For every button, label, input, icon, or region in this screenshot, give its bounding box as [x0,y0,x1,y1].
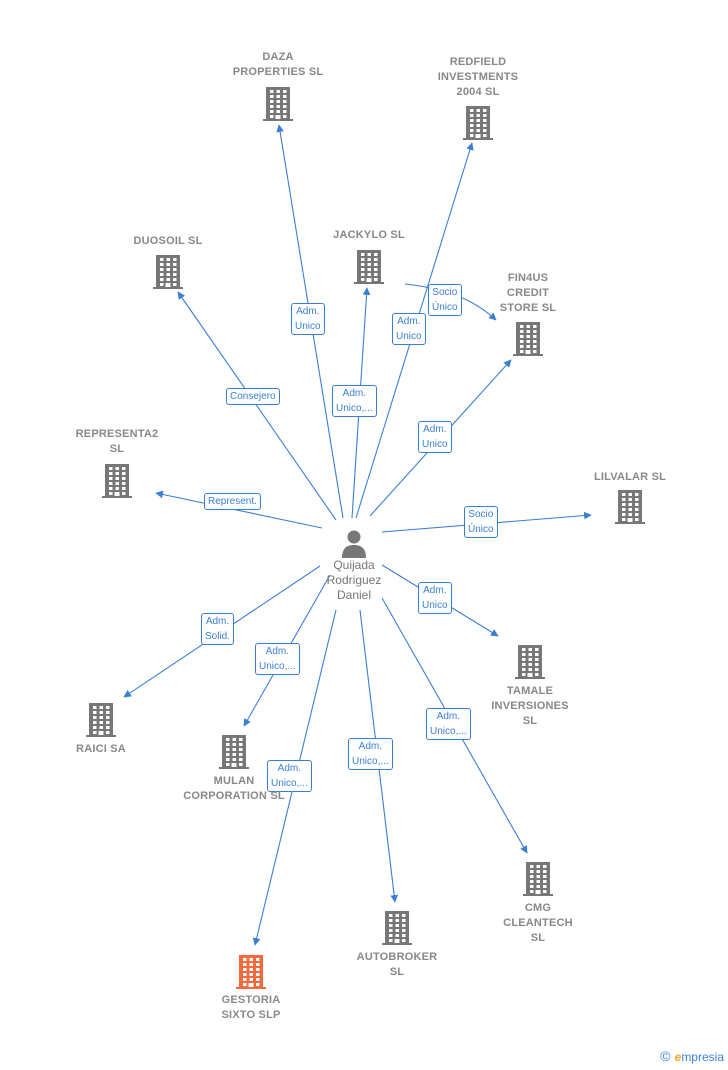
footer-brand: ©empresia [660,1048,724,1064]
company-node-autobroker[interactable] [337,911,457,945]
relation-label-jackylo[interactable]: Adm. Unico,... [332,385,377,417]
relation-label-cmg[interactable]: Adm. Unico,... [426,708,471,740]
company-name-jackylo[interactable]: JACKYLO SL [333,229,405,241]
brand-logo-initial: e [674,1050,682,1064]
company-node-jackylo[interactable] [309,250,429,284]
building-icon [515,645,545,679]
relation-label-gestoria[interactable]: Adm. Unico,... [267,760,312,792]
center-person[interactable]: Quijada Rodriguez Daniel [314,528,394,603]
edge-representa2 [155,490,323,529]
company-name-gestoria[interactable]: GESTORIA SIXTO SLP [221,994,281,1021]
relation-label-lilvalar[interactable]: Socio Único [464,506,498,538]
relation-label-fin4us[interactable]: Adm. Unico [418,421,452,453]
company-node-raici[interactable] [41,703,161,737]
company-node-cmg[interactable] [478,862,598,896]
relation-label-duosoil[interactable]: Consejero [226,388,280,405]
relation-label-autobroker[interactable]: Adm. Unico,... [348,738,393,770]
company-node-representa2[interactable] [57,464,177,498]
company-name-redfield[interactable]: REDFIELD INVESTMENTS 2004 SL [437,56,519,98]
company-node-mulan[interactable] [174,735,294,769]
building-icon [263,87,293,121]
building-icon [153,255,183,289]
relation-label-redfield[interactable]: Adm. Unico [392,313,426,345]
company-node-gestoria[interactable] [191,955,311,989]
company-node-daza[interactable] [218,87,338,121]
company-name-tamale[interactable]: TAMALE INVERSIONES SL [491,685,569,727]
building-icon [523,862,553,896]
company-name-autobroker[interactable]: AUTOBROKER SL [356,951,438,978]
company-name-fin4us[interactable]: FIN4US CREDIT STORE SL [499,272,557,314]
company-name-representa2[interactable]: REPRESENTA2 SL [75,428,159,455]
copyright-icon: © [660,1048,671,1064]
company-node-lilvalar[interactable] [570,490,690,524]
company-name-cmg[interactable]: CMG CLEANTECH SL [503,902,573,944]
relation-label-daza[interactable]: Adm. Unico [291,303,325,335]
building-icon [86,703,116,737]
company-name-lilvalar[interactable]: LILVALAR SL [593,471,667,483]
brand-logo-text: mpresia [681,1050,724,1064]
building-icon [513,322,543,356]
relation-label-tamale[interactable]: Adm. Unico [418,582,452,614]
relation-label-raici[interactable]: Adm. Solid. [201,613,235,645]
building-icon [463,106,493,140]
company-node-redfield[interactable] [418,106,538,140]
center-person-name: Quijada Rodriguez Daniel [326,558,382,602]
relation-label-mulan[interactable]: Adm. Unico,... [255,643,300,675]
building-icon [354,250,384,284]
edge-duosoil [177,291,337,521]
building-icon [236,955,266,989]
building-icon [102,464,132,498]
company-name-raici[interactable]: RAICI SA [76,743,126,755]
building-icon [219,735,249,769]
relation-label-fin4us[interactable]: Socio Único [428,284,462,316]
building-icon [382,911,412,945]
relation-label-representa2[interactable]: Represent. [204,493,261,510]
person-icon [342,530,366,558]
company-name-daza[interactable]: DAZA PROPERTIES SL [232,51,324,78]
company-node-tamale[interactable] [470,645,590,679]
company-node-fin4us[interactable] [468,322,588,356]
building-icon [615,490,645,524]
company-name-duosoil[interactable]: DUOSOIL SL [133,235,203,247]
company-name-mulan[interactable]: MULAN CORPORATION SL [183,775,285,802]
company-node-duosoil[interactable] [108,255,228,289]
